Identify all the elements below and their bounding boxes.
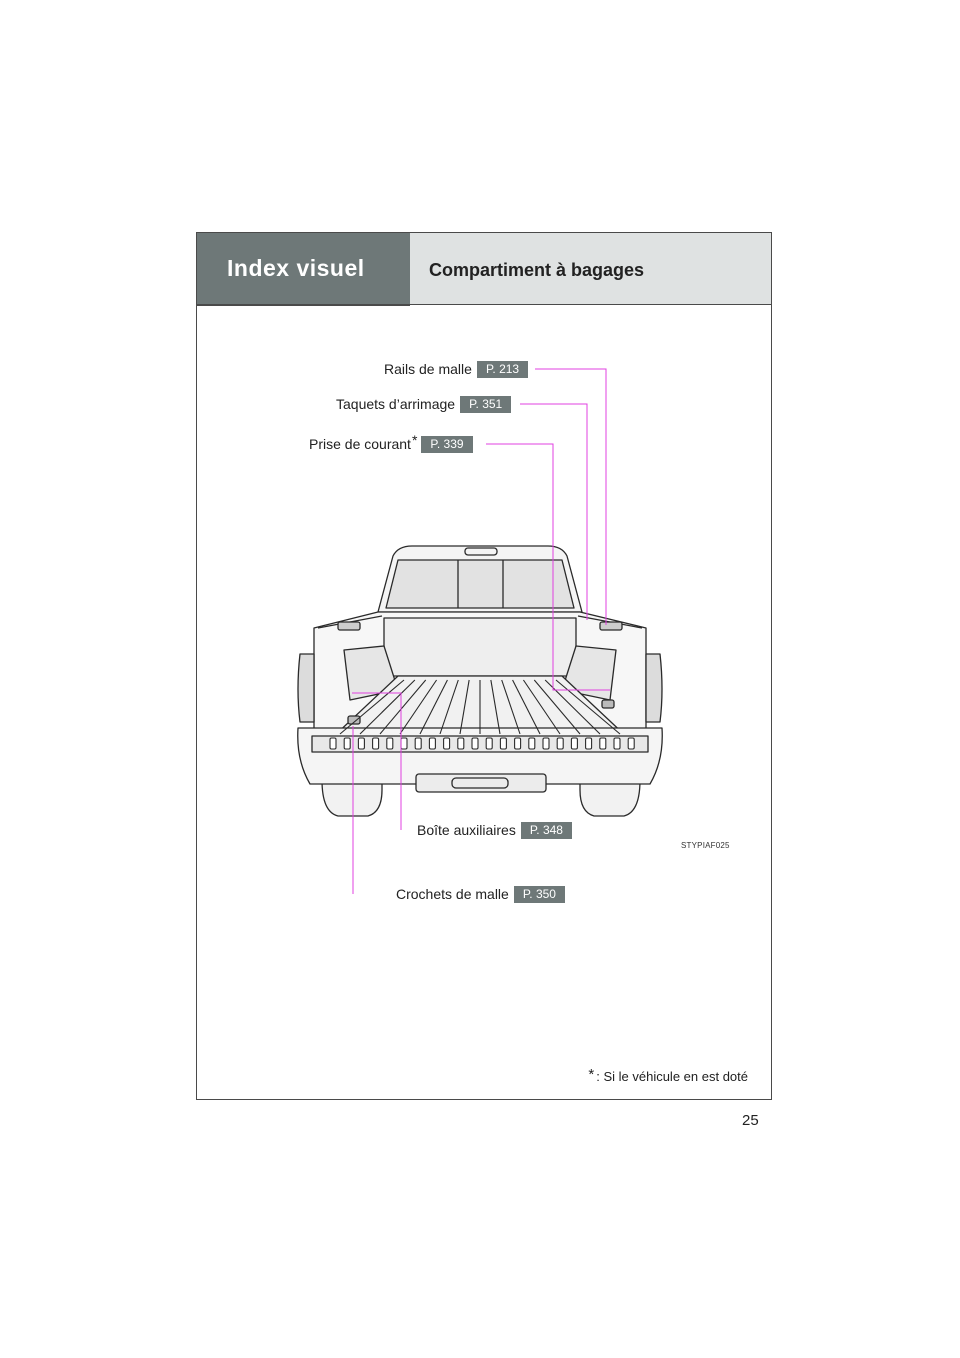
tailgate-slot — [613, 737, 621, 750]
section-title: Index visuel — [227, 255, 365, 281]
tailgate-slot — [585, 737, 593, 750]
tailgate-slot — [428, 737, 436, 750]
page-number: 25 — [742, 1112, 759, 1129]
bed-rib — [419, 679, 448, 735]
tailgate-slot — [414, 737, 422, 750]
page-ref-badge[interactable]: P. 350 — [513, 885, 565, 903]
page-ref-badge[interactable]: P. 339 — [421, 435, 473, 453]
asterisk-icon: * — [588, 1066, 595, 1083]
tailgate-slot — [357, 737, 365, 750]
tailgate-slot — [400, 737, 408, 750]
callout-label: Taquets d’arrimage — [336, 396, 456, 412]
tailgate-slot — [499, 737, 507, 750]
callout-trunk-hooks: Crochets de malle P. 350 — [396, 885, 565, 903]
footnote: * : Si le véhicule en est doté — [588, 1066, 748, 1085]
bed-rib — [399, 679, 438, 735]
heading-bar: Compartiment à bagages — [410, 233, 771, 305]
tailgate-slot — [542, 737, 550, 750]
callout-trunk-rails: Rails de malle P. 213 — [384, 360, 529, 378]
callout-tie-down-cleats: Taquets d’arrimage P. 351 — [336, 395, 512, 413]
callout-auxiliary-box: Boîte auxiliaires P. 348 — [417, 821, 572, 839]
bed-rib — [459, 679, 470, 735]
bed-rib — [512, 679, 541, 735]
bed-rib — [339, 679, 405, 735]
tailgate-slot — [386, 737, 394, 750]
page-ref-badge[interactable]: P. 348 — [520, 821, 572, 839]
bed-rib — [555, 679, 621, 735]
bed-rib — [490, 679, 501, 735]
callout-label: Rails de malle — [384, 361, 472, 377]
page-ref-badge[interactable]: P. 351 — [460, 395, 512, 413]
tailgate-slot — [372, 737, 380, 750]
page-ref-badge[interactable]: P. 213 — [476, 360, 529, 378]
tailgate-slot — [570, 737, 578, 750]
callout-label: Prise de courant — [309, 436, 411, 452]
bed-rib — [359, 679, 416, 735]
bed-rib — [544, 679, 601, 735]
tailgate-slot — [599, 737, 607, 750]
tailgate-slot — [329, 737, 337, 750]
tailgate-slot — [443, 737, 451, 750]
page-heading: Compartiment à bagages — [429, 260, 645, 280]
section-tab: Index visuel — [197, 233, 410, 305]
tailgate-slot — [471, 737, 479, 750]
tailgate-slot — [528, 737, 536, 750]
bed-rib — [501, 679, 521, 735]
leader-lines — [352, 368, 610, 894]
tailgate-slot — [556, 737, 564, 750]
tailgate-slot — [485, 737, 493, 750]
tailgate-slot — [343, 737, 351, 750]
bed-rib — [379, 679, 427, 735]
illustration-code: STYPIAF025 — [681, 841, 730, 850]
tailgate-slot — [627, 737, 635, 750]
asterisk-icon: * — [411, 432, 418, 448]
callout-label: Crochets de malle — [396, 886, 509, 902]
tailgate-slot — [514, 737, 522, 750]
header-divider — [197, 304, 410, 306]
tailgate-slot — [457, 737, 465, 750]
footnote-text: : Si le véhicule en est doté — [596, 1069, 748, 1084]
bed-rib — [533, 679, 581, 735]
callout-power-outlet: Prise de courant * P. 339 — [309, 432, 473, 453]
callout-label: Boîte auxiliaires — [417, 822, 516, 838]
bed-rib — [439, 679, 459, 735]
bed-rib — [522, 679, 561, 735]
